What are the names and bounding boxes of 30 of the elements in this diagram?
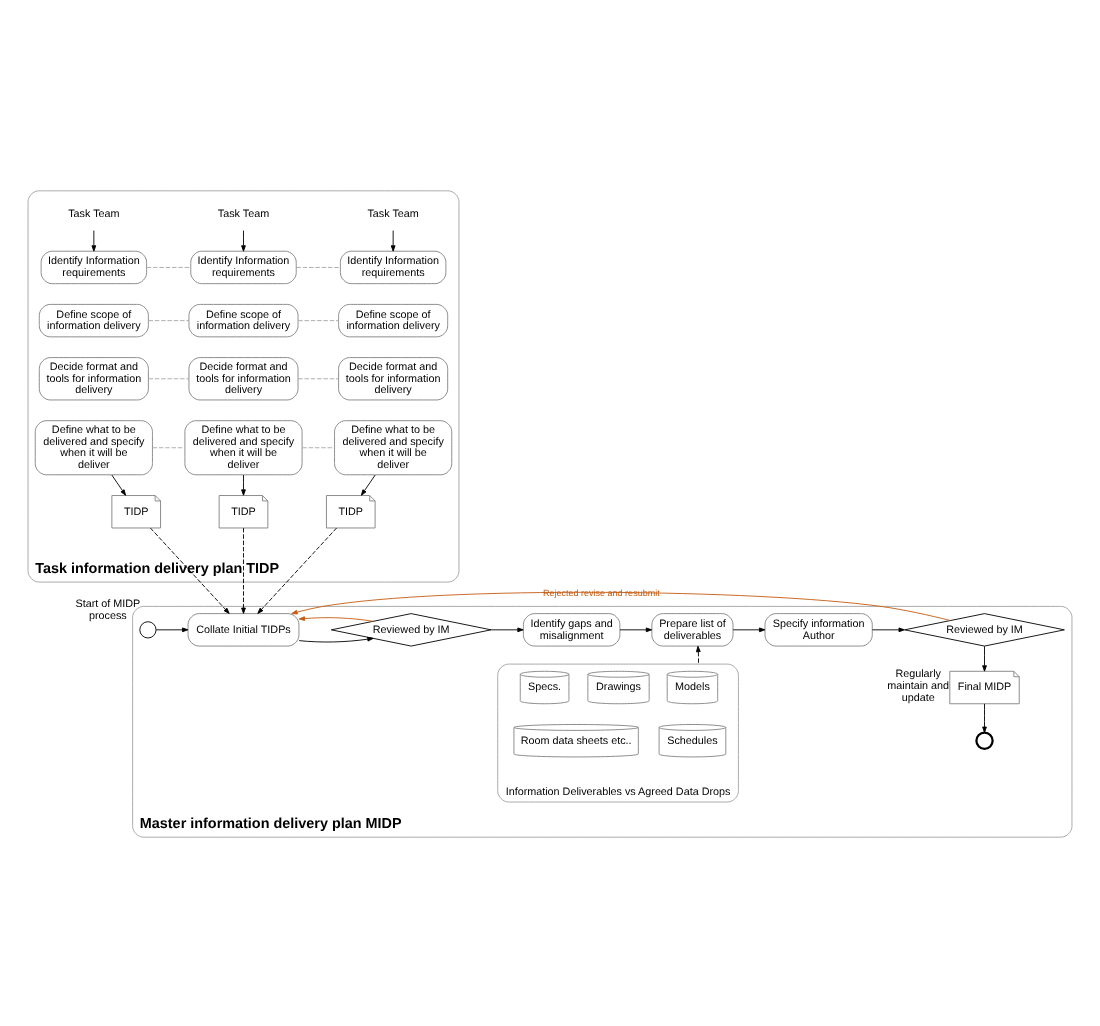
arrow: [91, 229, 97, 251]
arrow: [257, 526, 337, 613]
arrow: [696, 644, 701, 664]
connector: [148, 377, 190, 379]
arrow: [390, 229, 396, 251]
connector: [295, 266, 341, 267]
node-circle: [139, 620, 157, 638]
arrow: [241, 526, 246, 613]
arrow: [241, 229, 246, 251]
arrow: [982, 644, 987, 671]
arrow: [490, 626, 524, 632]
connector: [297, 377, 340, 379]
arrow: [619, 626, 653, 632]
arrow: [111, 473, 127, 495]
connector: [148, 319, 190, 321]
arrow: [298, 615, 374, 621]
arrow: [150, 526, 230, 613]
arrow: [298, 635, 374, 642]
arrow: [241, 473, 246, 495]
connector: [301, 446, 335, 448]
arrow: [871, 626, 905, 632]
connector: [152, 446, 185, 448]
connector: [297, 319, 340, 321]
arrow: [155, 626, 189, 632]
arrow: [291, 590, 951, 620]
arrow: [360, 473, 376, 495]
arrow: [732, 626, 766, 632]
connector: [146, 266, 192, 267]
node-circle: [975, 730, 994, 749]
arrow: [982, 702, 987, 732]
